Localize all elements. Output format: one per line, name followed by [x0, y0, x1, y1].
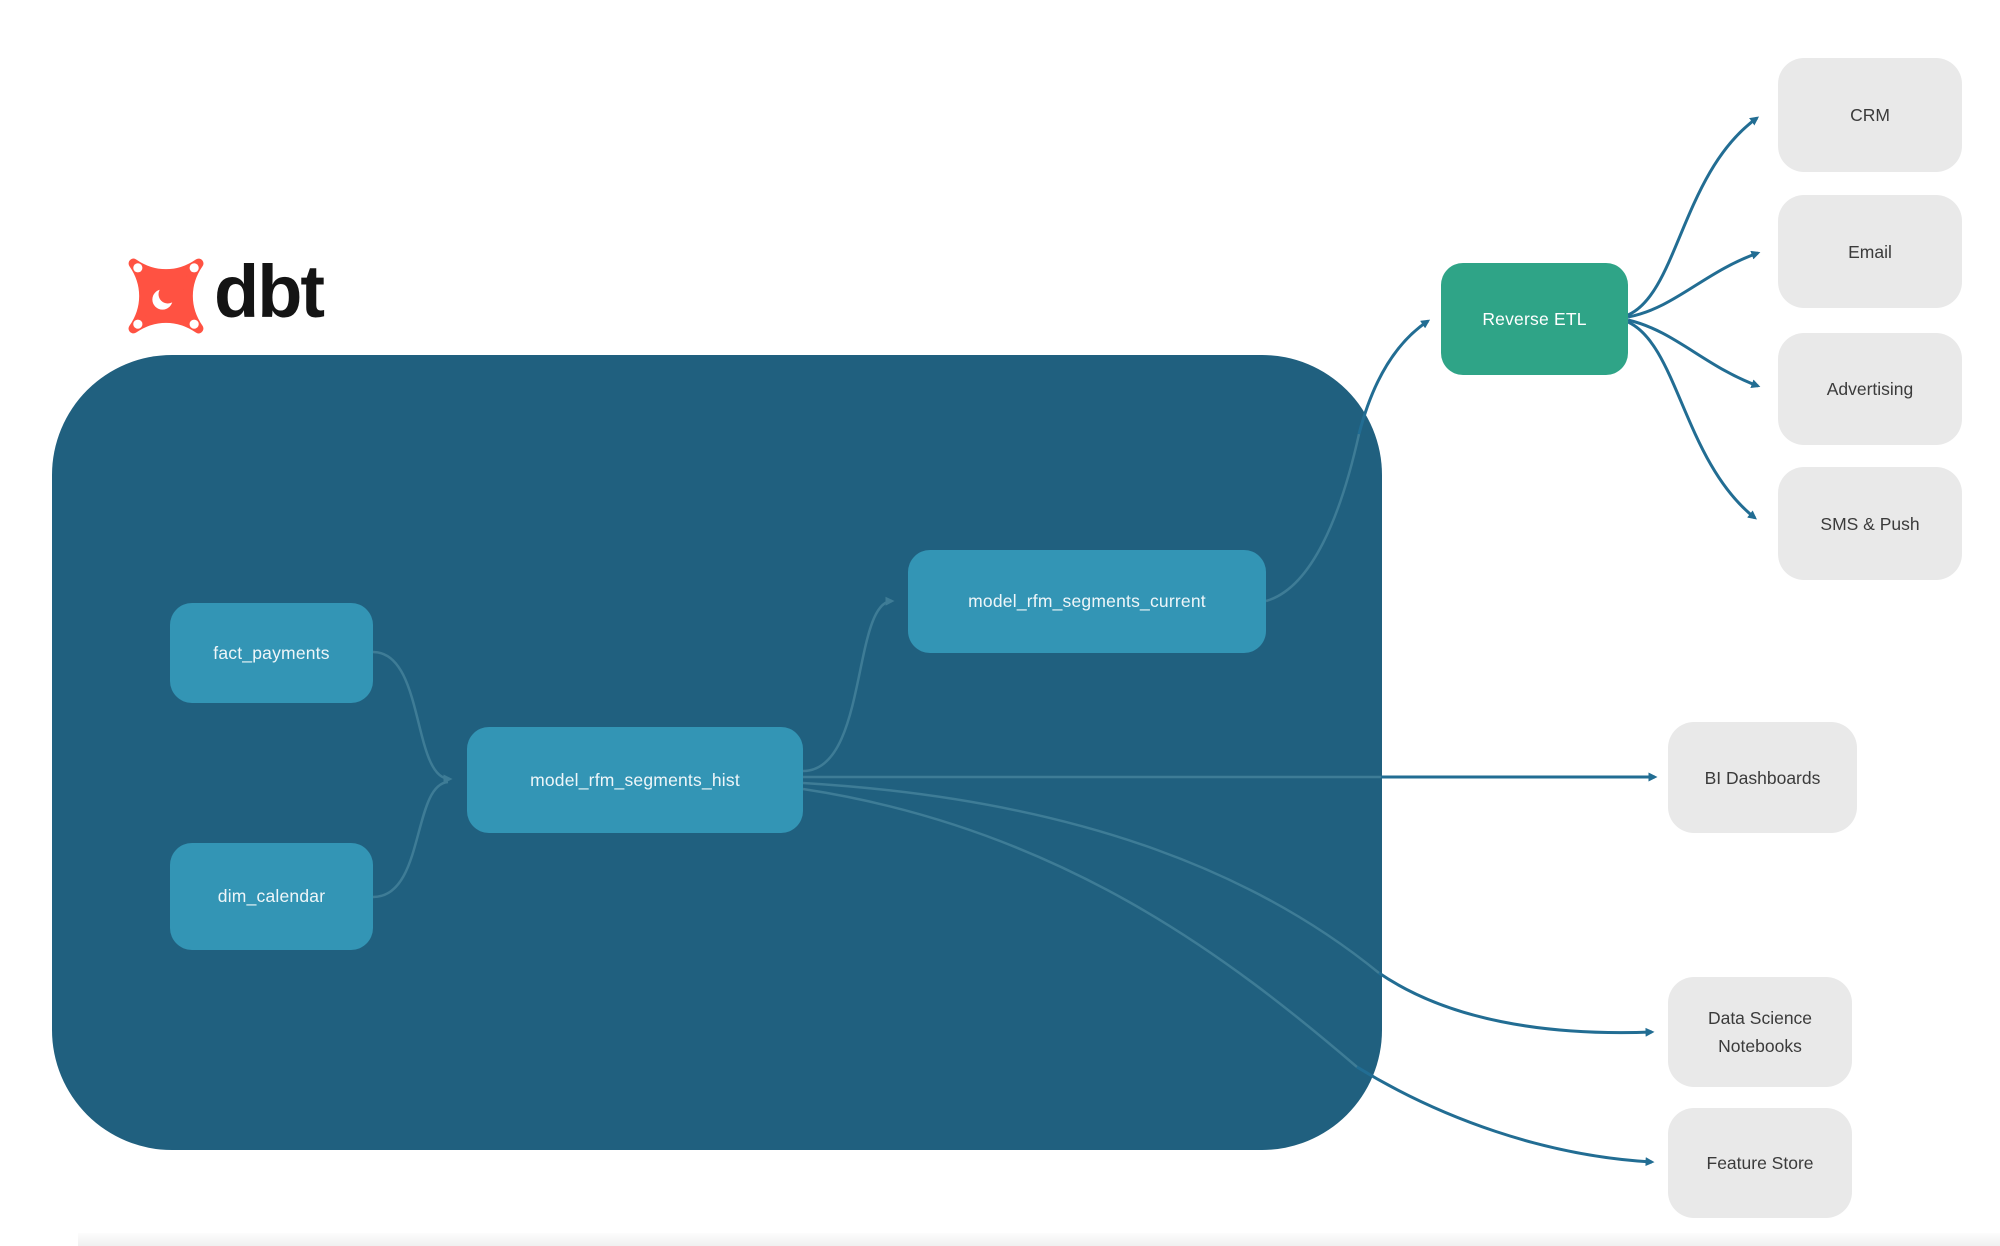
node-label: BI Dashboards [1704, 767, 1821, 788]
edge-reverse-etl-to-advertising [1627, 318, 1761, 388]
node-label: dim_calendar [217, 886, 326, 906]
node-dim-calendar[interactable]: dim_calendar [170, 843, 373, 950]
node-bi-dashboards[interactable]: BI Dashboards [1668, 722, 1857, 833]
node-label: SMS & Push [1820, 513, 1920, 534]
node-label: model_rfm_segments_current [968, 591, 1206, 611]
edge-dim-calendar-to-hist [372, 780, 449, 899]
bottom-edge-artifact [78, 1233, 2000, 1246]
node-label: model_rfm_segments_hist [530, 769, 740, 790]
edge-to-feature-store [1356, 1065, 1655, 1167]
node-crm[interactable]: CRM [1778, 58, 1962, 172]
node-label: Advertising [1826, 379, 1914, 399]
node-email[interactable]: Email [1778, 195, 1962, 308]
edge-fact-payments-to-hist [372, 650, 453, 784]
edge-reverse-etl-to-email [1627, 250, 1761, 319]
node-label: Reverse ETL [1482, 308, 1587, 329]
node-feature-store[interactable]: Feature Store [1668, 1108, 1852, 1218]
node-fact-payments[interactable]: fact_payments [170, 603, 373, 703]
dbt-logo-icon [128, 258, 204, 334]
dbt-logo: dbt [122, 250, 325, 340]
edge-to-data-science-notebooks [1378, 971, 1655, 1037]
edge-reverse-etl-to-crm [1627, 116, 1760, 317]
node-model-rfm-segments-hist[interactable]: model_rfm_segments_hist [467, 727, 803, 833]
edge-current-to-reverse-etl [1357, 319, 1431, 435]
node-label: Feature Store [1706, 1153, 1814, 1173]
edge-current-exit [1265, 433, 1361, 603]
node-reverse-etl[interactable]: Reverse ETL [1441, 263, 1628, 375]
dbt-logo-wordmark: dbt [214, 250, 325, 333]
node-sms-push[interactable]: SMS & Push [1778, 467, 1962, 580]
edge-reverse-etl-to-sms-push [1627, 320, 1757, 520]
edge-hist-to-current [802, 596, 895, 773]
node-label: Email [1848, 241, 1892, 262]
node-label: Data Science Notebooks [1707, 1008, 1813, 1056]
node-model-rfm-segments-current[interactable]: model_rfm_segments_current [908, 550, 1266, 653]
edge-hist-to-fs-inside [802, 787, 1358, 1068]
node-advertising[interactable]: Advertising [1778, 333, 1962, 445]
edge-hist-to-ds-inside [802, 781, 1380, 974]
node-label: CRM [1850, 105, 1890, 125]
node-data-science-notebooks[interactable]: Data Science Notebooks [1668, 977, 1852, 1087]
node-label: fact_payments [213, 642, 330, 663]
